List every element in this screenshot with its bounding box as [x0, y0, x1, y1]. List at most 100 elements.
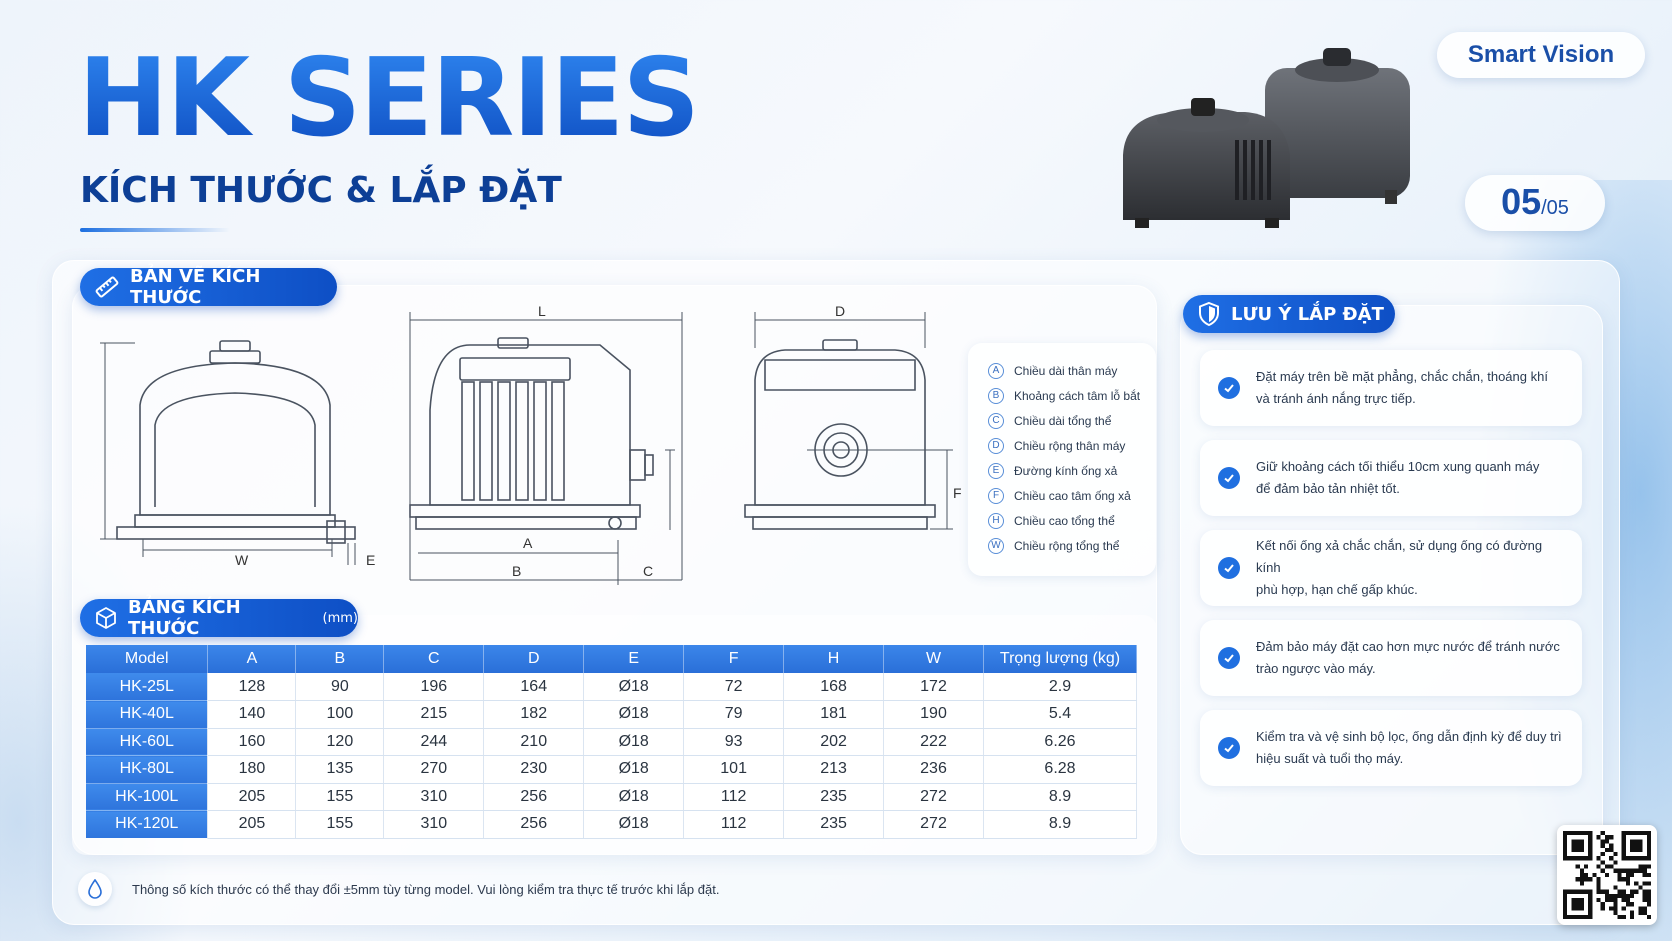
table-cell: 164 [483, 673, 585, 701]
end-view-drawing: D F [744, 303, 962, 530]
col-header: C [383, 645, 485, 673]
table-cell: 135 [295, 755, 385, 784]
check-circle-icon [1218, 737, 1240, 759]
table-cell: Ø18 [583, 783, 685, 811]
install-tip: Kết nối ống xả chắc chắn, sử dụng ống có… [1200, 530, 1582, 606]
table-cell: Ø18 [583, 728, 685, 756]
table-cell: 222 [883, 728, 984, 756]
qr-code-icon[interactable] [1557, 825, 1657, 925]
table-cell: 205 [207, 810, 297, 839]
table-cell: 236 [883, 755, 984, 784]
dim-label-c: C [643, 563, 653, 579]
table-cell: 100 [295, 700, 385, 729]
check-circle-icon [1218, 467, 1240, 489]
ruler-icon [95, 276, 119, 298]
table-cell: Ø18 [583, 700, 685, 729]
install-tip: Kiểm tra và vệ sinh bộ lọc, ống dẫn định… [1200, 710, 1582, 786]
table-cell: 310 [383, 783, 485, 811]
table-cell: 272 [883, 810, 984, 839]
table-cell: 230 [483, 755, 585, 784]
table-cell: 181 [783, 700, 885, 729]
table-cell: 235 [783, 810, 885, 839]
col-header: F [683, 645, 785, 673]
table-cell: 210 [483, 728, 585, 756]
dim-label-b: B [512, 563, 521, 579]
col-header: Trọng lượng (kg) [983, 645, 1138, 673]
cube-icon [96, 607, 116, 629]
model-cell: HK-25L [86, 673, 209, 701]
table-cell: 112 [683, 783, 785, 811]
dim-label-l: L [538, 303, 546, 319]
check-circle-icon [1218, 377, 1240, 399]
table-cell: 5.4 [983, 700, 1138, 729]
col-header: H [783, 645, 885, 673]
install-tip: Đảm bảo máy đặt cao hơn mực nước để trán… [1200, 620, 1582, 696]
table-cell: Ø18 [583, 810, 685, 839]
col-header: B [295, 645, 385, 673]
table-cell: 244 [383, 728, 485, 756]
table-cell: 168 [783, 673, 885, 701]
col-header: D [483, 645, 585, 673]
model-cell: HK-100L [86, 783, 209, 811]
dim-label-e: E [366, 552, 375, 568]
table-cell: 120 [295, 728, 385, 756]
dimension-table: Model A B C D E F H W Trọng lượng (kg) H… [86, 645, 1138, 839]
water-drop-icon [78, 872, 112, 906]
page-current: 05 [1501, 181, 1542, 222]
check-circle-icon [1218, 557, 1240, 579]
footnote-text: Thông số kích thước có thể thay đổi ±5mm… [132, 881, 720, 897]
dim-label-d: D [835, 303, 845, 319]
table-unit: (mm) [322, 610, 358, 626]
brand-badge: Smart Vision [1437, 32, 1645, 78]
table-cell: 8.9 [983, 810, 1138, 839]
table-cell: 190 [883, 700, 984, 729]
table-cell: 180 [207, 755, 297, 784]
table-cell: 235 [783, 783, 885, 811]
table-cell: 101 [683, 755, 785, 784]
table-cell: 8.9 [983, 783, 1138, 811]
model-cell: HK-40L [86, 700, 209, 729]
table-cell: 310 [383, 810, 485, 839]
table-cell: Ø18 [583, 755, 685, 784]
page-total: /05 [1541, 197, 1569, 219]
table-cell: Ø18 [583, 673, 685, 701]
install-section-title: LƯU Ý LẮP ĐẶT [1231, 303, 1384, 325]
table-cell: 205 [207, 783, 297, 811]
drawing-section-title: BẢN VẼ KÍCH THƯỚC [130, 266, 261, 308]
table-cell: 256 [483, 783, 585, 811]
table-cell: 196 [383, 673, 485, 701]
table-cell: 202 [783, 728, 885, 756]
drawing-section-header: BẢN VẼ KÍCH THƯỚC [80, 266, 337, 308]
install-section-header: LƯU Ý LẮP ĐẶT [1183, 295, 1395, 333]
col-header: Model [86, 645, 209, 673]
shield-icon [1199, 301, 1219, 327]
dim-label-f: F [953, 485, 962, 501]
dim-label-a: A [523, 535, 533, 551]
table-cell: 270 [383, 755, 485, 784]
page-title: HK SERIES [78, 36, 700, 161]
table-cell: 182 [483, 700, 585, 729]
table-section-title: BẢNG KÍCH THƯỚC [128, 597, 241, 639]
table-cell: 6.26 [983, 728, 1138, 756]
table-cell: 172 [883, 673, 984, 701]
page-number: 05 /05 [1465, 175, 1605, 231]
table-cell: 213 [783, 755, 885, 784]
install-tip: Giữ khoảng cách tối thiểu 10cm xung quan… [1200, 440, 1582, 516]
table-cell: 6.28 [983, 755, 1138, 784]
table-cell: 90 [295, 673, 385, 701]
table-cell: 215 [383, 700, 485, 729]
table-cell: 79 [683, 700, 785, 729]
table-cell: 272 [883, 783, 984, 811]
title-underline [80, 228, 230, 232]
col-header: W [883, 645, 984, 673]
table-cell: 2.9 [983, 673, 1138, 701]
table-cell: 93 [683, 728, 785, 756]
